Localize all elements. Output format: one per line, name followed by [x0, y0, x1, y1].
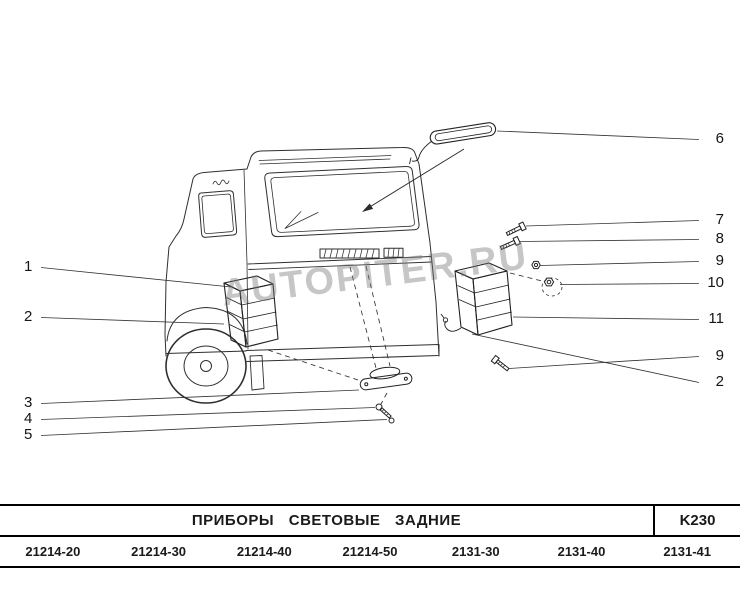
- section-code: K230: [653, 506, 740, 535]
- model-variant-21214-40: 21214-40: [236, 544, 292, 559]
- callout-10: 10: [707, 274, 724, 291]
- section-title: ПРИБОРЫ СВЕТОВЫЕ ЗАДНИЕ: [191, 512, 462, 529]
- tail-light-assembly-right: [440, 262, 513, 336]
- bolt-7-icon: [505, 221, 527, 237]
- model-variant-2131-30: 2131-30: [451, 544, 500, 559]
- bolt-8-icon: [499, 235, 522, 251]
- screw-9-lower-icon: [490, 354, 510, 372]
- window-arrow: [362, 148, 465, 212]
- screw-4-5-icon: [375, 403, 395, 424]
- leader-lines: [40, 130, 700, 436]
- model-variant-2131-40: 2131-40: [557, 544, 606, 559]
- callout-9b: 9: [715, 347, 724, 364]
- catalog-table: ПРИБОРЫ СВЕТОВЫЕ ЗАДНИЕ K230 21214-20 21…: [0, 504, 740, 568]
- high-mount-stop-lamp: [409, 122, 497, 165]
- model-variant-2131-41: 2131-41: [663, 544, 712, 559]
- callout-8: 8: [715, 230, 724, 247]
- washer-nut-10-icon: [541, 277, 563, 297]
- license-plate-lamp: [359, 366, 413, 391]
- callout-7: 7: [715, 211, 724, 228]
- callout-2b: 2: [715, 373, 724, 390]
- assembly-dashed-lines: [267, 265, 543, 405]
- vehicle-rear-view: [164, 146, 440, 404]
- callout-3: 3: [24, 394, 33, 411]
- model-variant-21214-20: 21214-20: [25, 544, 81, 559]
- callout-2: 2: [24, 308, 33, 325]
- model-variants-row: 21214-20 21214-30 21214-40 21214-50 2131…: [0, 537, 740, 568]
- section-title-row: ПРИБОРЫ СВЕТОВЫЕ ЗАДНИЕ K230: [0, 504, 740, 537]
- callout-4: 4: [24, 410, 33, 427]
- model-variant-21214-50: 21214-50: [342, 544, 398, 559]
- nut-9-icon: [531, 260, 541, 270]
- callout-1: 1: [24, 258, 33, 275]
- callout-6: 6: [715, 130, 724, 147]
- callout-9: 9: [715, 252, 724, 269]
- callout-5: 5: [24, 426, 33, 443]
- tail-light-assembly-left: [223, 275, 279, 348]
- model-variant-21214-30: 21214-30: [131, 544, 187, 559]
- callout-11: 11: [708, 310, 724, 327]
